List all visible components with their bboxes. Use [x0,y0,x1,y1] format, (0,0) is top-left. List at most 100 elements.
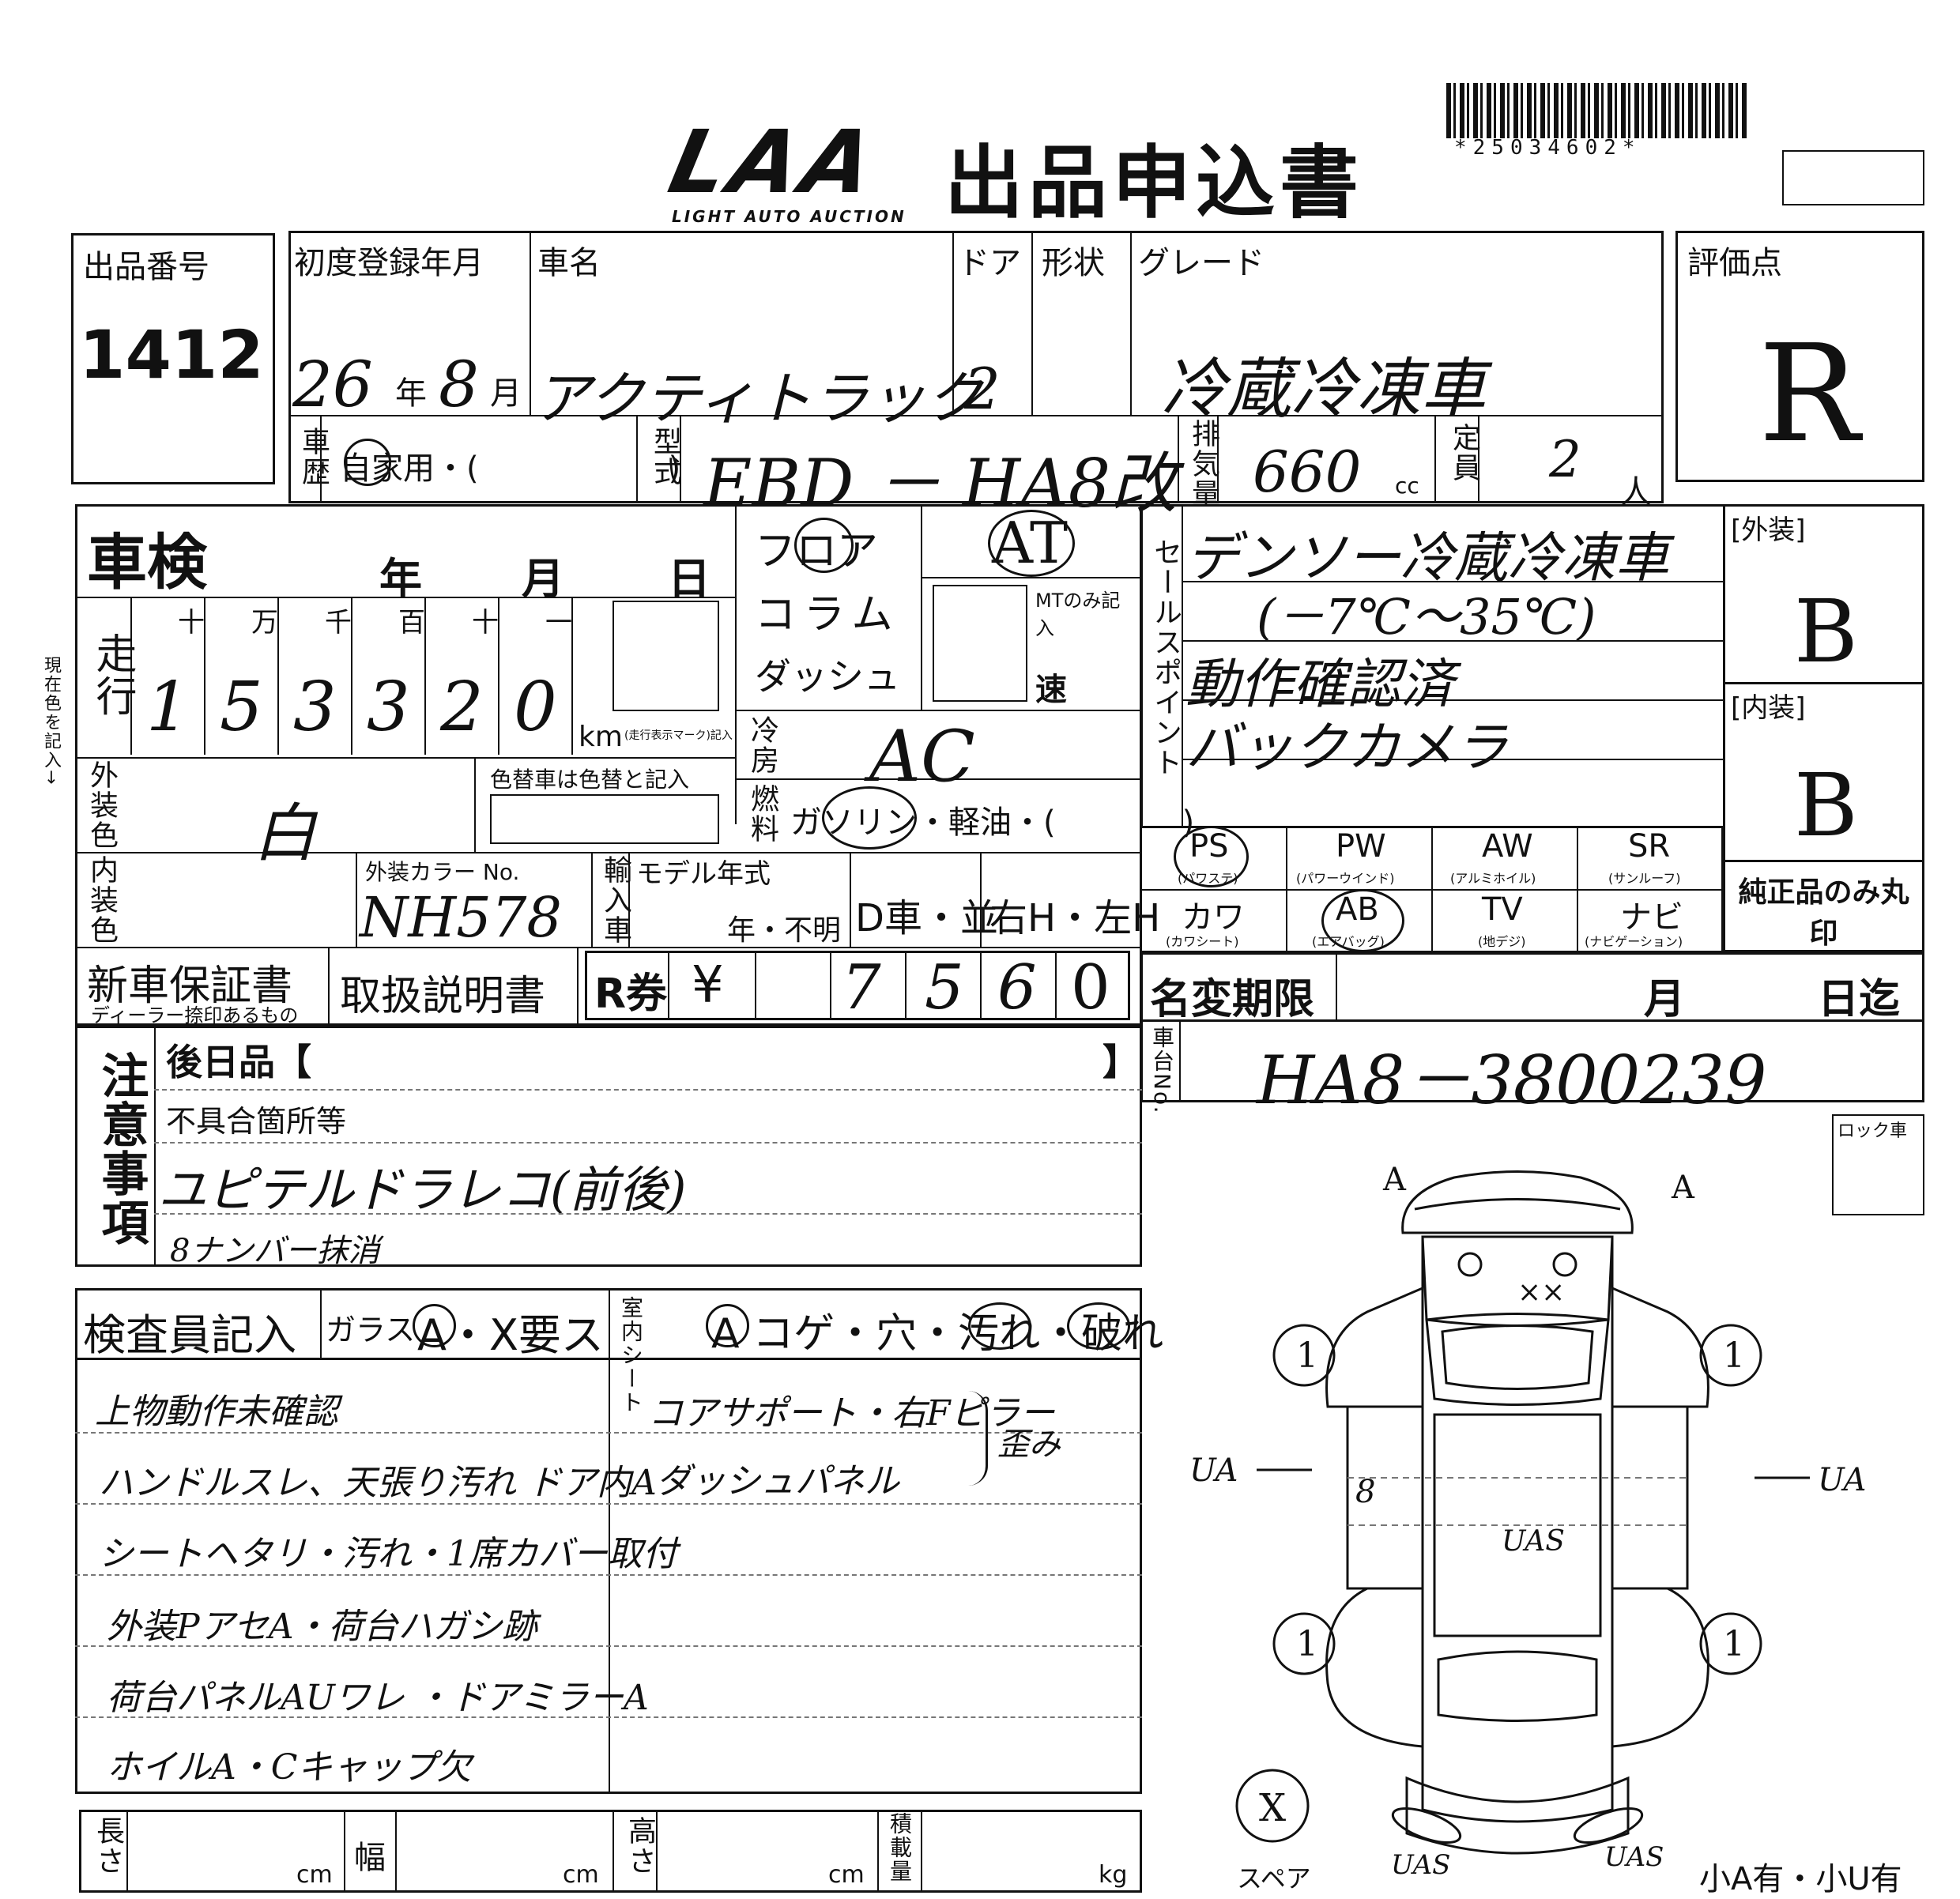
equip-tv: TV [1482,891,1523,928]
equip-navi-sub: (ナビゲーション) [1585,934,1683,949]
name-change-day: 日迄 [1818,976,1901,1023]
digit-header: 十 [472,607,499,639]
inspector-left-4: 外装PアセA・荷台ハガシ跡 [107,1607,537,1647]
sales-line-4: バックカメラ [1185,717,1509,779]
shift-column: コラム [755,591,901,639]
digit-header: 千 [325,607,352,639]
model-value: EBD － HA8改 [703,445,1178,522]
equip-aw: AW [1482,828,1533,865]
repaint-box [490,794,719,844]
interior-grade-label: [内装] [1731,692,1806,724]
inspection-month: 月 [522,554,564,604]
mileage-digit: 3 [367,668,410,747]
ext-color-label: 外装色 [85,760,118,850]
name-change-month: 月 [1644,976,1686,1023]
recycle-digit: 6 [997,952,1037,1023]
height-unit: cm [828,1861,865,1889]
notes-line-2: 8ナンバー抹消 [170,1233,380,1269]
mark-wheel-rr: 1 [1723,1624,1745,1664]
width-label: 幅 [354,1840,386,1876]
mark-wheel-rl: 1 [1296,1624,1318,1664]
lot-number-value: 1412 [79,316,264,394]
first-reg-year: 26 [292,348,373,421]
mileage-digit: 3 [293,668,337,747]
shift-dash: ダッシュ [755,655,900,698]
logo-subtitle: LIGHT AUTO AUCTION [672,207,906,226]
month-unit: 月 [490,375,522,412]
mileage-digit: 0 [514,668,557,747]
history-label: 車歴 [297,427,330,487]
door-label: ドア [958,245,1021,281]
fuel-value: ガソリン・軽油・( ) [790,804,1195,841]
genuine-note-box [1723,860,1924,952]
recycle-digit: 5 [925,952,964,1023]
seat-a-circle [706,1304,749,1347]
logo-text: LAA [661,111,887,213]
color-no-value: NH578 [360,885,562,950]
barcode-text: *25034602* [1454,136,1642,160]
sales-line-2: (－7℃～35℃) [1257,588,1596,646]
equip-ab-circle [1321,889,1404,952]
stamp-box [1782,150,1924,205]
mt-note: MTのみ記入 [1035,590,1121,639]
equip-ps-circle [1174,826,1249,887]
manual-label: 取扱説明書 [340,973,546,1020]
shift-ren: 速 [1035,672,1067,708]
sales-line-1: デンソー冷蔵冷凍車 [1185,527,1670,590]
notes-line-1: ユピテルドラレコ(前後) [158,1161,687,1219]
capacity-label: 定員 [1448,423,1480,483]
laa-logo: LAA LIGHT AUTO AUCTION [661,111,933,226]
d-label: D車・並 [855,896,998,940]
inspector-right-2: ダッシュパネル [656,1461,899,1501]
door-value: 2 [964,356,1001,422]
equip-aw-sub: (アルミホイル) [1450,871,1536,886]
recycle-digit: 0 [1071,952,1110,1023]
int-color-label: 内装色 [85,855,118,945]
lot-number-label: 出品番号 [83,249,209,285]
year-unit: 年 [395,375,427,412]
mileage-unit: km [579,721,623,753]
recycle-box [585,951,1130,1020]
digit-header: 百 [398,607,425,639]
mt-box [933,585,1027,702]
sales-line-3: 動作確認済 [1185,654,1455,716]
grade-label: グレード [1138,245,1265,281]
lock-box [1832,1114,1924,1215]
later-item-label: 後日品【 [166,1041,311,1083]
inspector-label: 検査員記入 [83,1310,296,1360]
length-label: 長さ [92,1816,124,1876]
inspection-year: 年 [379,554,422,604]
interior-grade-value: B [1794,755,1858,856]
mark-8: 8 [1355,1474,1376,1510]
repaint-note: 色替車は色替と記入 [490,767,690,793]
shift-at-circle [988,510,1075,577]
form-title: 出品申込書 [944,137,1363,229]
inspector-left-5: 荷台パネルAUワレ ・ドアミラーA [107,1678,649,1718]
notes-box [75,1026,1142,1267]
history-value: 自家用・( ) [340,450,681,487]
height-label: 高さ [624,1816,656,1876]
mileage-mark-box [612,601,719,711]
model-year-unit: 年・不明 [727,914,842,947]
car-name-label: 車名 [537,245,601,281]
mark-xx: ×× [1517,1276,1566,1309]
mileage-digit: 2 [440,668,484,747]
side-note: 現在色を記入→ [41,656,61,786]
displacement-unit: cc [1395,473,1419,499]
mileage-digit: 1 [146,668,190,747]
defects-label: 不具合箇所等 [166,1104,347,1139]
digit-header: 一 [545,607,572,639]
car-name-value: アクティトラック [533,365,983,431]
mark-ua-right: UA [1818,1462,1867,1498]
load-unit: kg [1099,1861,1128,1889]
warranty-label: 新車保証書 [87,963,293,1010]
equip-kawa: カワ [1182,899,1245,936]
color-no-label: 外装カラー No. [365,859,520,885]
equip-navi: ナビ [1620,899,1683,936]
seat-tear-circle [1067,1302,1130,1350]
capacity-value: 2 [1549,431,1581,489]
chassis-value: HA8－3800239 [1257,1042,1767,1119]
width-unit: cm [563,1861,599,1889]
vehicle-info-box [288,231,1664,503]
mark-uas-right: UAS [1604,1841,1664,1873]
